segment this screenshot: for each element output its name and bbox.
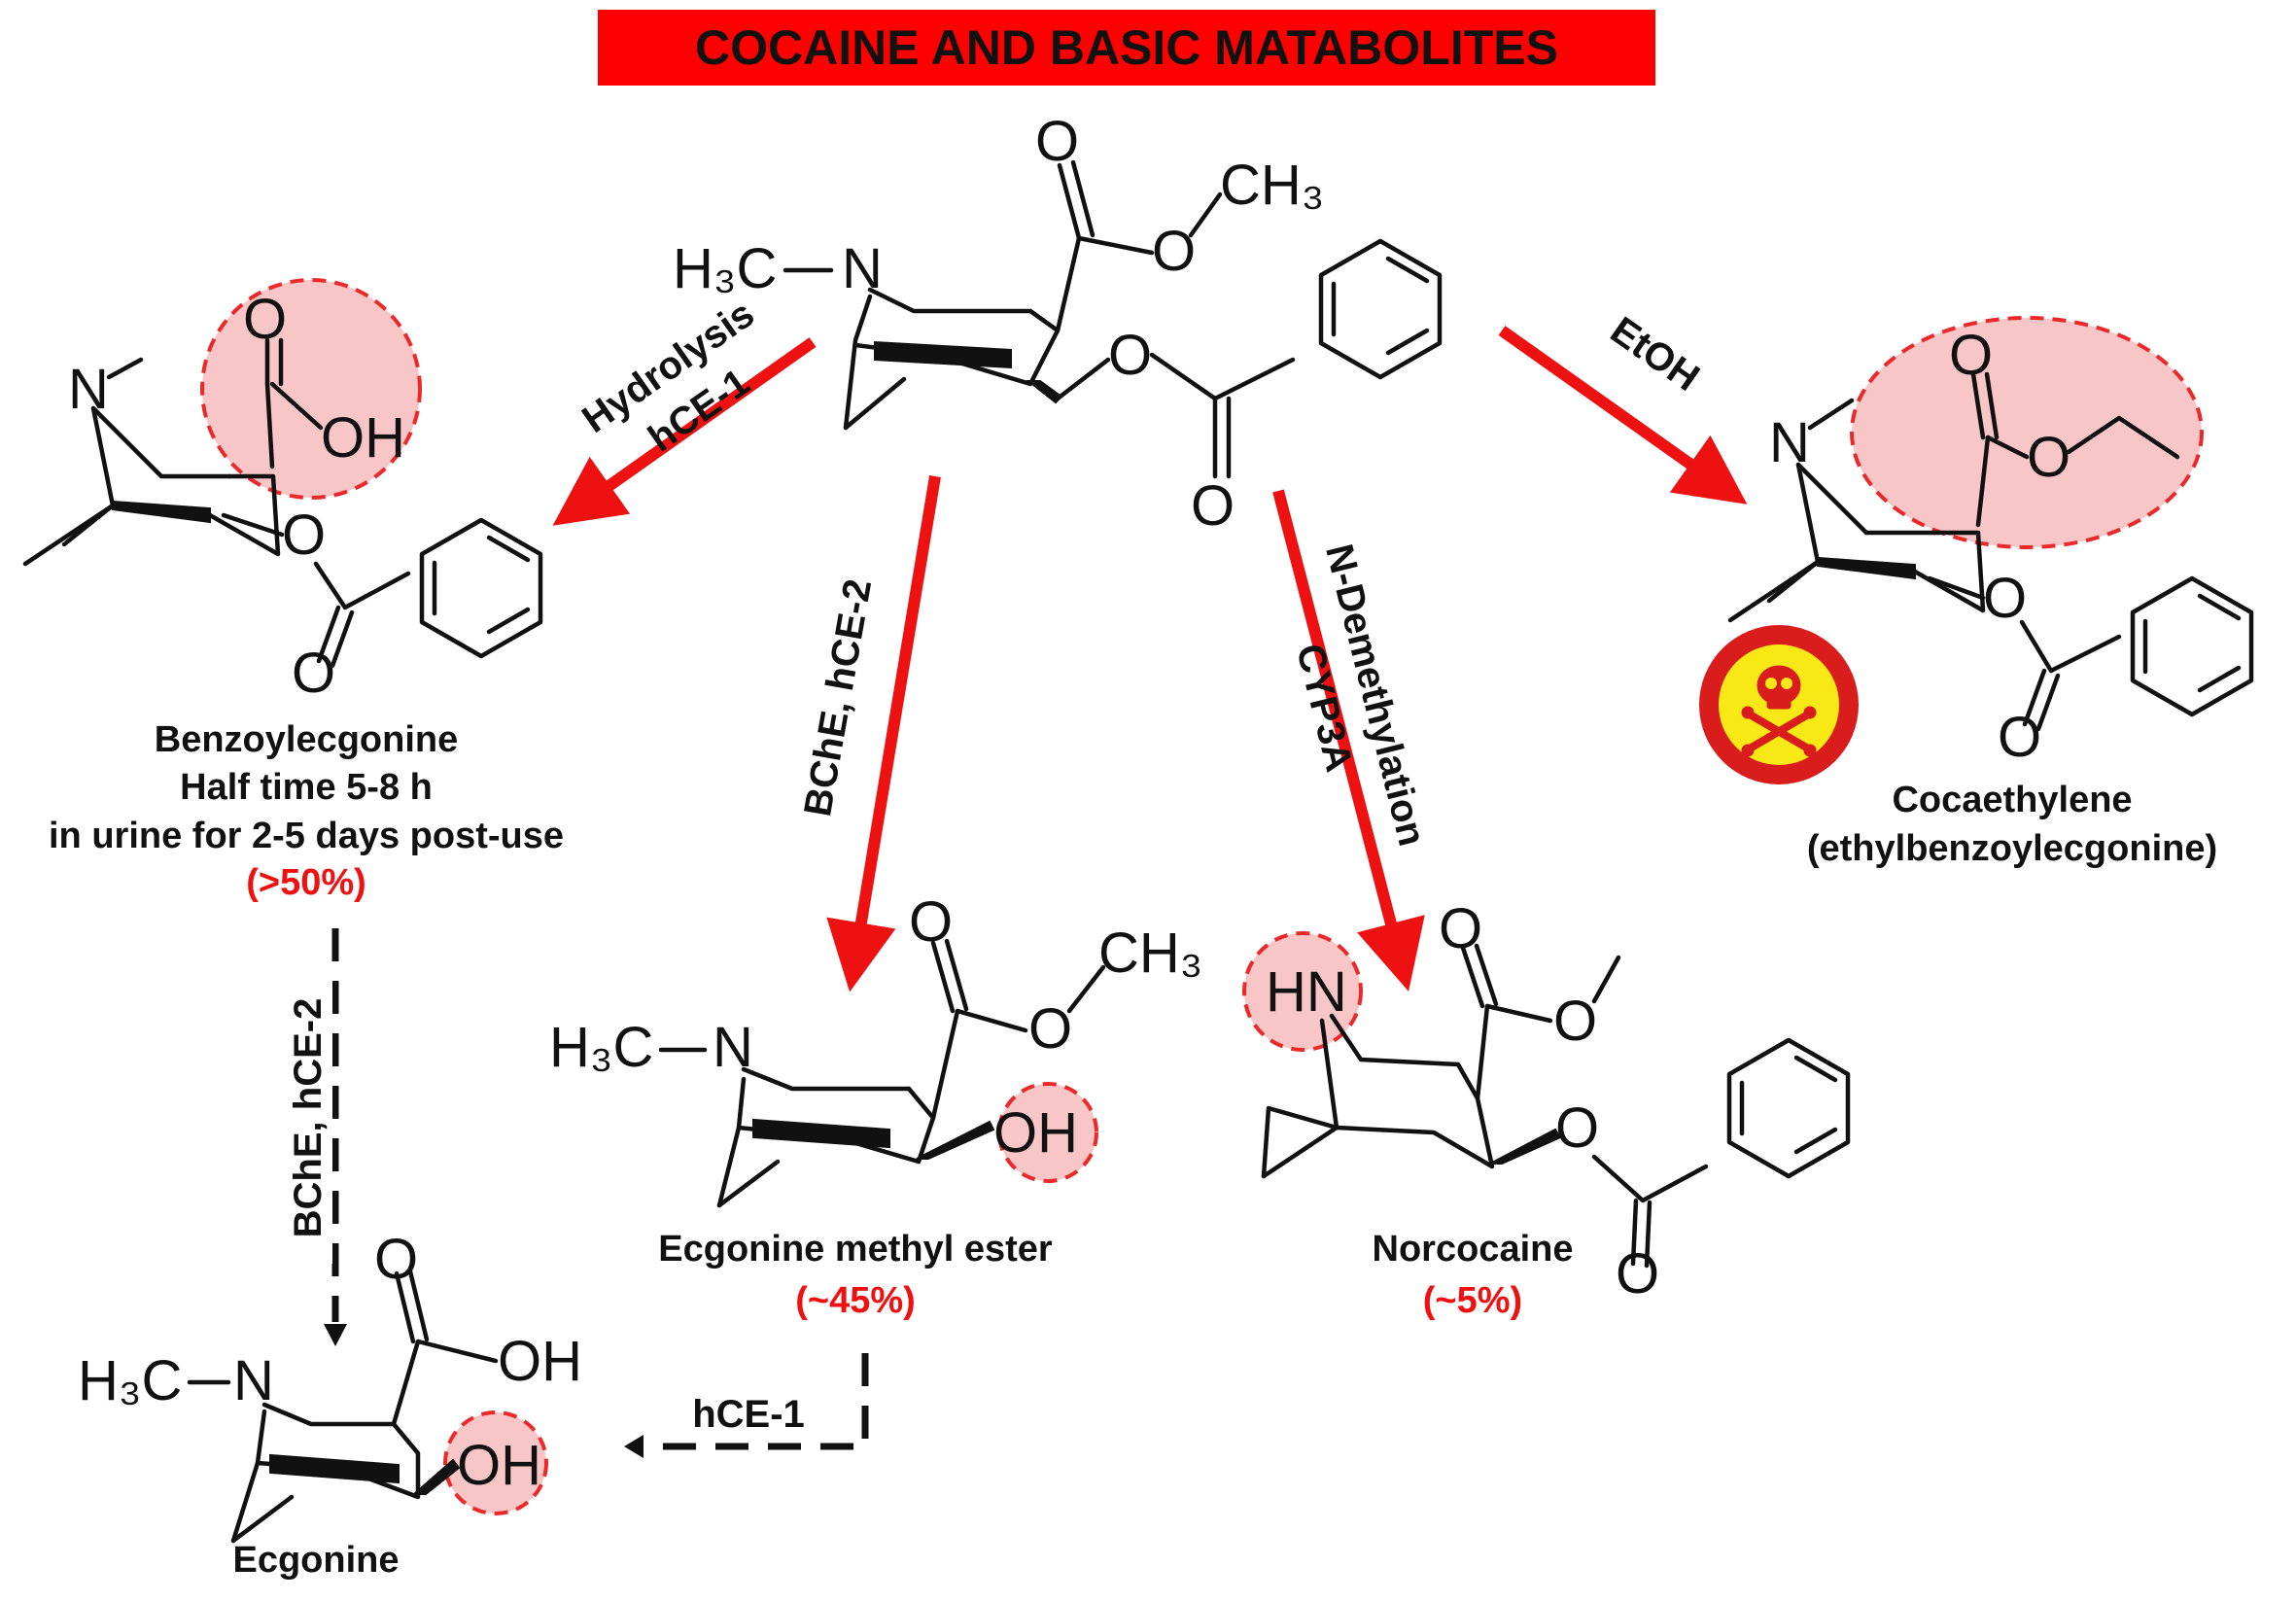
- cocaethylene-benzene-ring: [2133, 578, 2251, 714]
- ecgonine-methyl-ester-h3c-label: H₃C: [549, 1016, 653, 1079]
- hce1-dashed-arrowhead: [624, 1435, 644, 1458]
- benzoylecgonine-n-label: N: [68, 358, 109, 421]
- n-demethylation-label: N-Demethylation CYP3A: [1288, 540, 1434, 851]
- cocaethylene-structure: N O O O O: [1730, 316, 2251, 769]
- benzoylecgonine-acid-highlight: [200, 278, 422, 500]
- ecgonine-methyl-ester-methyl-label: CH₃: [1098, 922, 1202, 985]
- bche-hce2-dashed-arrowhead: [324, 1324, 347, 1346]
- cocaethylene-benzoyl-o: O: [1983, 567, 2027, 630]
- ecgonine-oh-label: OH: [457, 1434, 541, 1497]
- cocaethylene-caption: Cocaethylene (ethylbenzoylecgonine): [1807, 780, 2217, 869]
- cocaine-structure: H₃C N O O CH₃ O O: [673, 110, 1440, 538]
- etoh-label-text: EtOH: [1603, 309, 1707, 400]
- hce1-dashed-arrow: [637, 1353, 869, 1450]
- benzoylecgonine-benzene-ring: [422, 520, 540, 656]
- norcocaine-percent: (~5%): [1423, 1280, 1522, 1321]
- cocaethylene-carbonyl-o: O: [1949, 324, 1993, 387]
- ecgonine-methyl-ester-oh-highlight: [997, 1082, 1098, 1183]
- bche-hce2-dashed-label: BChE, hCE-2: [287, 972, 332, 1264]
- title-banner: COCAINE AND BASIC MATABOLITES: [598, 10, 1655, 86]
- ecgonine-oh-highlight: [443, 1410, 548, 1515]
- skull-crossbones-icon: [1741, 665, 1817, 757]
- n-demethylation-arrow: [1272, 489, 1425, 992]
- title-background: [598, 10, 1655, 86]
- norcocaine-carbonyl-o: O: [1439, 897, 1482, 960]
- ecgonine-methyl-ester-name: Ecgonine methyl ester: [658, 1229, 1053, 1270]
- benzoylecgonine-name: Benzoylecgonine: [155, 719, 459, 760]
- norcocaine-benzoyl-carbonyl-o: O: [1616, 1242, 1659, 1305]
- etoh-arrow: [1498, 326, 1748, 505]
- benzoylecgonine-oh-label: OH: [321, 406, 405, 470]
- benzoylecgonine-half-time: Half time 5-8 h: [180, 767, 433, 808]
- benzoylecgonine-urine-note: in urine for 2-5 days post-use: [49, 816, 564, 856]
- cocaine-benzoyl-carbonyl-o: O: [1191, 474, 1235, 538]
- hce1-dashed-label-bg: [671, 1392, 841, 1431]
- ecgonine-methyl-ester-structure: H₃C N O O CH₃ OH: [549, 890, 1202, 1208]
- hydrolysis-label: Hydrolysis hCE-1: [574, 293, 762, 461]
- benzoylecgonine-carbonyl-o: O: [243, 288, 287, 351]
- benzoylecgonine-percent: (>50%): [246, 862, 366, 903]
- norcocaine-name: Norcocaine: [1373, 1229, 1574, 1270]
- cocaethylene-n-label: N: [1769, 411, 1810, 474]
- benzoylecgonine-ester-o: O: [282, 504, 326, 567]
- cocaethylene-alt-name: (ethylbenzoylecgonine): [1807, 828, 2217, 869]
- benzoylecgonine-structure: N O OH O O: [25, 278, 540, 705]
- hce1-dashed-label: hCE-1: [692, 1393, 805, 1436]
- ecgonine-n-label: N: [233, 1349, 274, 1412]
- ecgonine-methyl-ester-percent: (~45%): [795, 1280, 916, 1321]
- cocaethylene-ester-highlight: [1850, 316, 2204, 549]
- etoh-label: EtOH: [1603, 309, 1707, 400]
- bche-hce2-label: BChE, hCE-2: [796, 575, 880, 819]
- cocaine-carbonyl-o: O: [1035, 110, 1079, 173]
- ecgonine-h3c-label: H₃C: [78, 1349, 182, 1412]
- bche-hce2-label-text: BChE, hCE-2: [796, 575, 880, 819]
- cocaethylene-benzoyl-carbonyl-o: O: [1998, 706, 2041, 769]
- norcocaine-caption: Norcocaine (~5%): [1373, 1229, 1574, 1321]
- norcocaine-structure: HN O O O O: [1242, 897, 1848, 1305]
- cocaine-h3c-label: H₃C: [673, 237, 777, 300]
- ecgonine-methyl-ester-carbonyl-o: O: [909, 890, 953, 954]
- ecgonine-structure: H₃C N O OH OH: [78, 1228, 582, 1544]
- title: COCAINE AND BASIC MATABOLITES: [695, 20, 1558, 75]
- cocaine-benzoyl-o: O: [1108, 324, 1152, 387]
- toxic-badge: [1699, 625, 1859, 784]
- norcocaine-ester-o: O: [1553, 990, 1597, 1053]
- cocaethylene-name: Cocaethylene: [1892, 780, 2132, 820]
- ecgonine-carbonyl-o: O: [374, 1228, 418, 1291]
- ecgonine-methyl-ester-ester-o: O: [1028, 997, 1072, 1061]
- norcocaine-nh-highlight: [1242, 931, 1363, 1052]
- ecgonine-methyl-ester-oh-label: OH: [993, 1101, 1078, 1165]
- bche-hce2-arrow: [826, 475, 941, 992]
- ecgonine-caption: Ecgonine: [232, 1540, 399, 1581]
- hydrolysis-arrow: [552, 337, 817, 526]
- ecgonine-name: Ecgonine: [232, 1540, 399, 1581]
- cocaine-ester-o: O: [1152, 220, 1196, 283]
- ecgonine-methyl-ester-caption: Ecgonine methyl ester (~45%): [658, 1229, 1053, 1321]
- norcocaine-benzoyl-o: O: [1555, 1096, 1599, 1160]
- benzoylecgonine-caption: Benzoylecgonine Half time 5-8 h in urine…: [49, 719, 564, 903]
- cocaine-benzene-ring: [1321, 241, 1440, 377]
- bche-hce2-dashed-label-text: BChE, hCE-2: [287, 998, 330, 1238]
- ecgonine-acid-oh-label: OH: [498, 1330, 582, 1393]
- benzoylecgonine-benzoyl-carbonyl-o: O: [292, 642, 335, 705]
- cocaine-n-label: N: [842, 237, 883, 300]
- cocaethylene-ester-o: O: [2027, 426, 2070, 489]
- norcocaine-benzene-ring: [1729, 1040, 1848, 1176]
- norcocaine-hn-label: HN: [1266, 960, 1347, 1024]
- cocaine-methyl-label: CH₃: [1220, 154, 1324, 217]
